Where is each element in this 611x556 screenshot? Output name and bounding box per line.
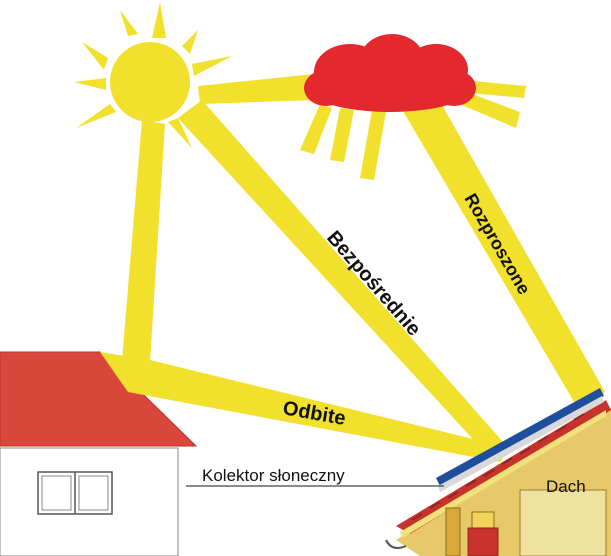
roof-tiles <box>396 400 611 534</box>
roof-section-icon <box>385 388 611 556</box>
cloud-icon <box>304 34 476 112</box>
sun-to-house-beam <box>122 120 165 362</box>
reflected-beam <box>100 352 510 462</box>
house-roof <box>0 351 198 447</box>
diffuse-beam <box>400 98 605 412</box>
beams <box>100 74 605 462</box>
direct-beam <box>178 100 510 460</box>
label-collector: Kolektor słoneczny <box>202 466 345 485</box>
house-icon <box>0 351 198 556</box>
sun-to-cloud-beam <box>198 74 318 104</box>
label-roof: Dach <box>546 477 586 496</box>
sun-icon <box>74 2 232 148</box>
collector-panel <box>436 388 604 486</box>
